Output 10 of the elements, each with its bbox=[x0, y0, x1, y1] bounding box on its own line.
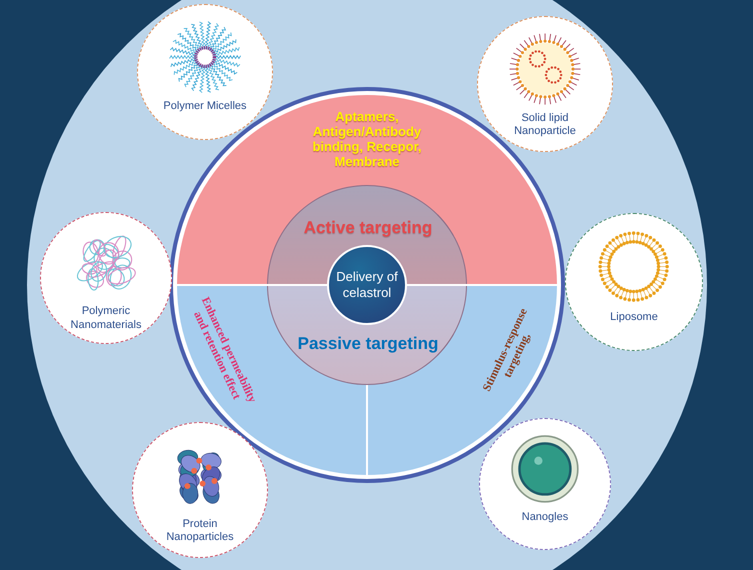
carrier-label: Liposome bbox=[609, 310, 659, 324]
carrier-label: Polymeric Nanomaterials bbox=[70, 305, 142, 332]
ring-label: Passive targeting bbox=[296, 334, 440, 354]
center-label: Delivery of celastrol bbox=[335, 268, 399, 302]
ring-label: Active targeting bbox=[302, 218, 434, 238]
carrier-label: Protein Nanoparticles bbox=[165, 518, 235, 545]
carrier-label: Polymer Micelles bbox=[162, 100, 248, 114]
ring-label: Aptamers, Antigen/Antibody binding, Recepor, Membrane bbox=[311, 110, 423, 170]
carrier-label: Nanogles bbox=[520, 511, 570, 525]
carrier-label: Solid lipid Nanoparticle bbox=[513, 112, 577, 139]
